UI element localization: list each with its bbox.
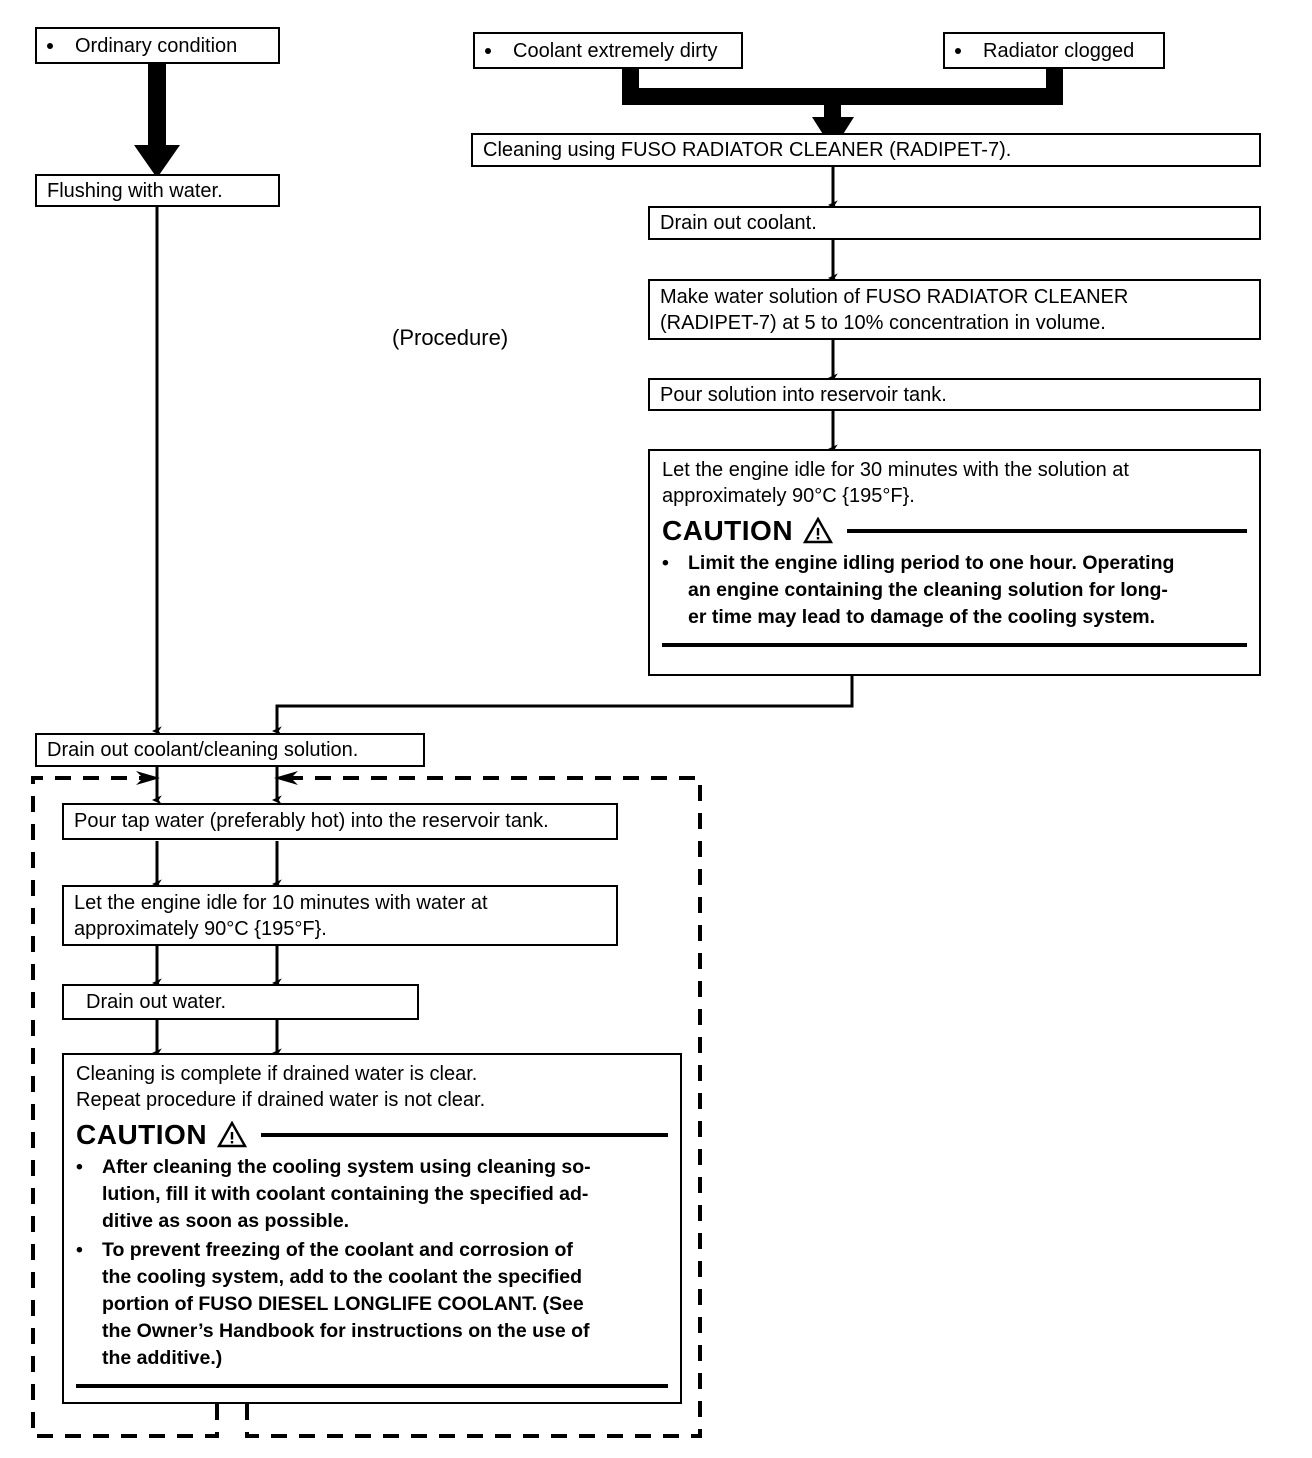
node-make-water-solution-line1: Make water solution of FUSO RADIATOR CLE… bbox=[660, 286, 1129, 308]
node-idle-30-minutes-with-caution[interactable]: Let the engine idle for 30 minutes with … bbox=[648, 449, 1261, 676]
caution-top-heading-row: CAUTION bbox=[662, 514, 1247, 546]
node-radiator-clogged[interactable]: Radiator clogged bbox=[943, 32, 1165, 69]
caution-top-item-line3: er time may lead to damage of the coolin… bbox=[688, 606, 1156, 628]
caution-top-footer-rule bbox=[662, 643, 1247, 647]
node-coolant-extremely-dirty[interactable]: Coolant extremely dirty bbox=[473, 32, 743, 69]
bullet-icon bbox=[485, 47, 491, 54]
arrow-ordinary-to-flushing bbox=[134, 62, 180, 178]
caution-bottom-item: • After cleaning the cooling system usin… bbox=[76, 1154, 668, 1235]
node-cleaning-complete-line1: Cleaning is complete if drained water is… bbox=[76, 1063, 478, 1085]
caution-top-item-line1: Limit the engine idling period to one ho… bbox=[688, 552, 1175, 574]
node-drain-out-coolant-label: Drain out coolant. bbox=[660, 212, 817, 234]
node-drain-out-water[interactable]: Drain out water. bbox=[62, 984, 419, 1020]
node-cleaning-complete-with-caution[interactable]: Cleaning is complete if drained water is… bbox=[62, 1053, 682, 1404]
arrow-caution-to-draincoolant bbox=[272, 676, 854, 736]
caution-bottom-item1-line2: lution, fill it with coolant containing … bbox=[102, 1183, 589, 1205]
caution-bottom-item1-line1: After cleaning the cooling system using … bbox=[102, 1156, 591, 1178]
caution-bottom-item2-line2: the cooling system, add to the coolant t… bbox=[102, 1266, 582, 1288]
node-flushing-with-water[interactable]: Flushing with water. bbox=[35, 174, 280, 207]
bullet-icon bbox=[47, 42, 53, 49]
node-idle-30-line2: approximately 90°C {195°F}. bbox=[662, 485, 915, 507]
caution-top-rule bbox=[847, 528, 1247, 533]
bullet-icon: • bbox=[662, 552, 669, 574]
caution-bottom-item2-line1: To prevent freezing of the coolant and c… bbox=[102, 1239, 573, 1261]
caution-top-list: • Limit the engine idling period to one … bbox=[662, 550, 1247, 631]
node-radiator-clogged-label: Radiator clogged bbox=[983, 39, 1135, 62]
node-pour-tap-water-label: Pour tap water (preferably hot) into the… bbox=[74, 810, 549, 832]
caution-bottom-item1-line3: ditive as soon as possible. bbox=[102, 1210, 350, 1232]
caution-top-item-line2: an engine containing the cleaning soluti… bbox=[688, 579, 1168, 601]
procedure-label: (Procedure) bbox=[392, 325, 509, 350]
caution-bottom-item2-line5: the additive.) bbox=[102, 1347, 223, 1369]
node-idle-30-line1: Let the engine idle for 30 minutes with … bbox=[662, 459, 1129, 481]
warning-triangle-icon bbox=[217, 1121, 248, 1148]
caution-bottom-heading: CAUTION bbox=[76, 1118, 208, 1150]
caution-bottom-item2-line3: portion of FUSO DIESEL LONGLIFE COOLANT.… bbox=[102, 1293, 584, 1315]
caution-bottom-heading-row: CAUTION bbox=[76, 1118, 668, 1150]
node-drain-coolant-cleaning-solution[interactable]: Drain out coolant/cleaning solution. bbox=[35, 733, 425, 767]
node-pour-solution[interactable]: Pour solution into reservoir tank. bbox=[648, 378, 1261, 411]
node-idle-10-line1: Let the engine idle for 10 minutes with … bbox=[74, 892, 488, 914]
caution-top-heading: CAUTION bbox=[662, 514, 794, 546]
node-idle-10-minutes[interactable]: Let the engine idle for 10 minutes with … bbox=[62, 885, 618, 946]
node-idle-10-line2: approximately 90°C {195°F}. bbox=[74, 918, 327, 940]
caution-bottom-item: • To prevent freezing of the coolant and… bbox=[76, 1237, 668, 1372]
caution-bottom-list: • After cleaning the cooling system usin… bbox=[76, 1154, 668, 1372]
bullet-icon: • bbox=[76, 1156, 83, 1178]
node-ordinary-condition[interactable]: Ordinary condition bbox=[35, 27, 280, 64]
caution-bottom-item2-line4: the Owner’s Handbook for instructions on… bbox=[102, 1320, 590, 1342]
node-ordinary-condition-label: Ordinary condition bbox=[75, 34, 238, 57]
node-drain-out-water-label: Drain out water. bbox=[86, 991, 227, 1013]
node-drain-coolant-cleaning-solution-label: Drain out coolant/cleaning solution. bbox=[47, 739, 359, 761]
node-drain-out-coolant[interactable]: Drain out coolant. bbox=[648, 206, 1261, 240]
warning-triangle-icon bbox=[803, 517, 834, 544]
node-flushing-with-water-label: Flushing with water. bbox=[47, 180, 223, 202]
caution-top-item: • Limit the engine idling period to one … bbox=[662, 550, 1247, 631]
bullet-icon: • bbox=[76, 1239, 83, 1261]
node-cleaning-using-fuso[interactable]: Cleaning using FUSO RADIATOR CLEANER (RA… bbox=[471, 133, 1261, 167]
caution-bottom-rule bbox=[261, 1132, 668, 1137]
dashed-loop-left-arrowhead bbox=[136, 771, 160, 785]
node-coolant-extremely-dirty-label: Coolant extremely dirty bbox=[513, 39, 718, 62]
node-pour-tap-water[interactable]: Pour tap water (preferably hot) into the… bbox=[62, 803, 618, 840]
node-cleaning-complete-line2: Repeat procedure if drained water is not… bbox=[76, 1089, 486, 1111]
node-make-water-solution[interactable]: Make water solution of FUSO RADIATOR CLE… bbox=[648, 279, 1261, 340]
node-cleaning-using-fuso-label: Cleaning using FUSO RADIATOR CLEANER (RA… bbox=[483, 139, 1012, 161]
bullet-icon bbox=[955, 47, 961, 54]
node-make-water-solution-line2: (RADIPET-7) at 5 to 10% concentration in… bbox=[660, 312, 1106, 334]
caution-bottom-footer-rule bbox=[76, 1384, 668, 1388]
node-pour-solution-label: Pour solution into reservoir tank. bbox=[660, 384, 947, 406]
dashed-loop-right-arrowhead bbox=[274, 771, 298, 785]
